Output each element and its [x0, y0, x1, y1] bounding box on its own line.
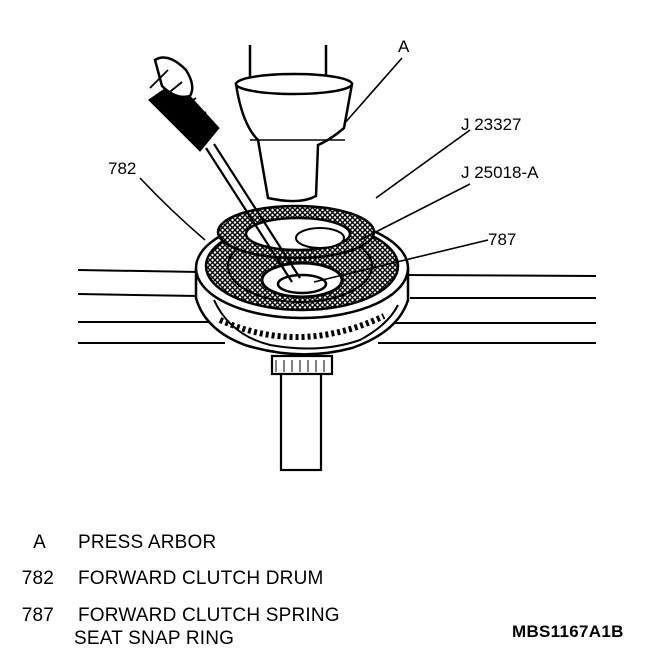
- legend-label: FORWARD CLUTCH SPRING: [78, 605, 340, 626]
- figure-id: MBS1167A1B: [512, 622, 624, 641]
- callout-press-arbor: A: [398, 37, 410, 56]
- press-arbor: [234, 45, 354, 203]
- legend-label: SEAT SNAP RING: [74, 628, 235, 649]
- legend-label: FORWARD CLUTCH DRUM: [78, 568, 324, 589]
- legend-label: PRESS ARBOR: [78, 532, 217, 553]
- legend-key: 782: [21, 568, 54, 589]
- press-arbor-diagram: A J 23327 J 25018-A 782 787: [77, 37, 597, 472]
- screwdriver-tool: [148, 56, 301, 283]
- callout-drum-782: 782: [108, 159, 136, 178]
- spring-compressor-plate: [216, 204, 376, 260]
- leader-lines: [139, 57, 489, 283]
- legend-key: 787: [21, 605, 54, 626]
- callout-snap-ring-787: 787: [488, 230, 516, 249]
- callout-tool-j25018a: J 25018-A: [461, 163, 539, 182]
- legend-key: A: [33, 532, 46, 553]
- forward-clutch-drum: [194, 216, 410, 356]
- press-bed: [77, 269, 597, 344]
- callout-tool-j23327: J 23327: [461, 115, 522, 134]
- support-shaft: [270, 354, 334, 472]
